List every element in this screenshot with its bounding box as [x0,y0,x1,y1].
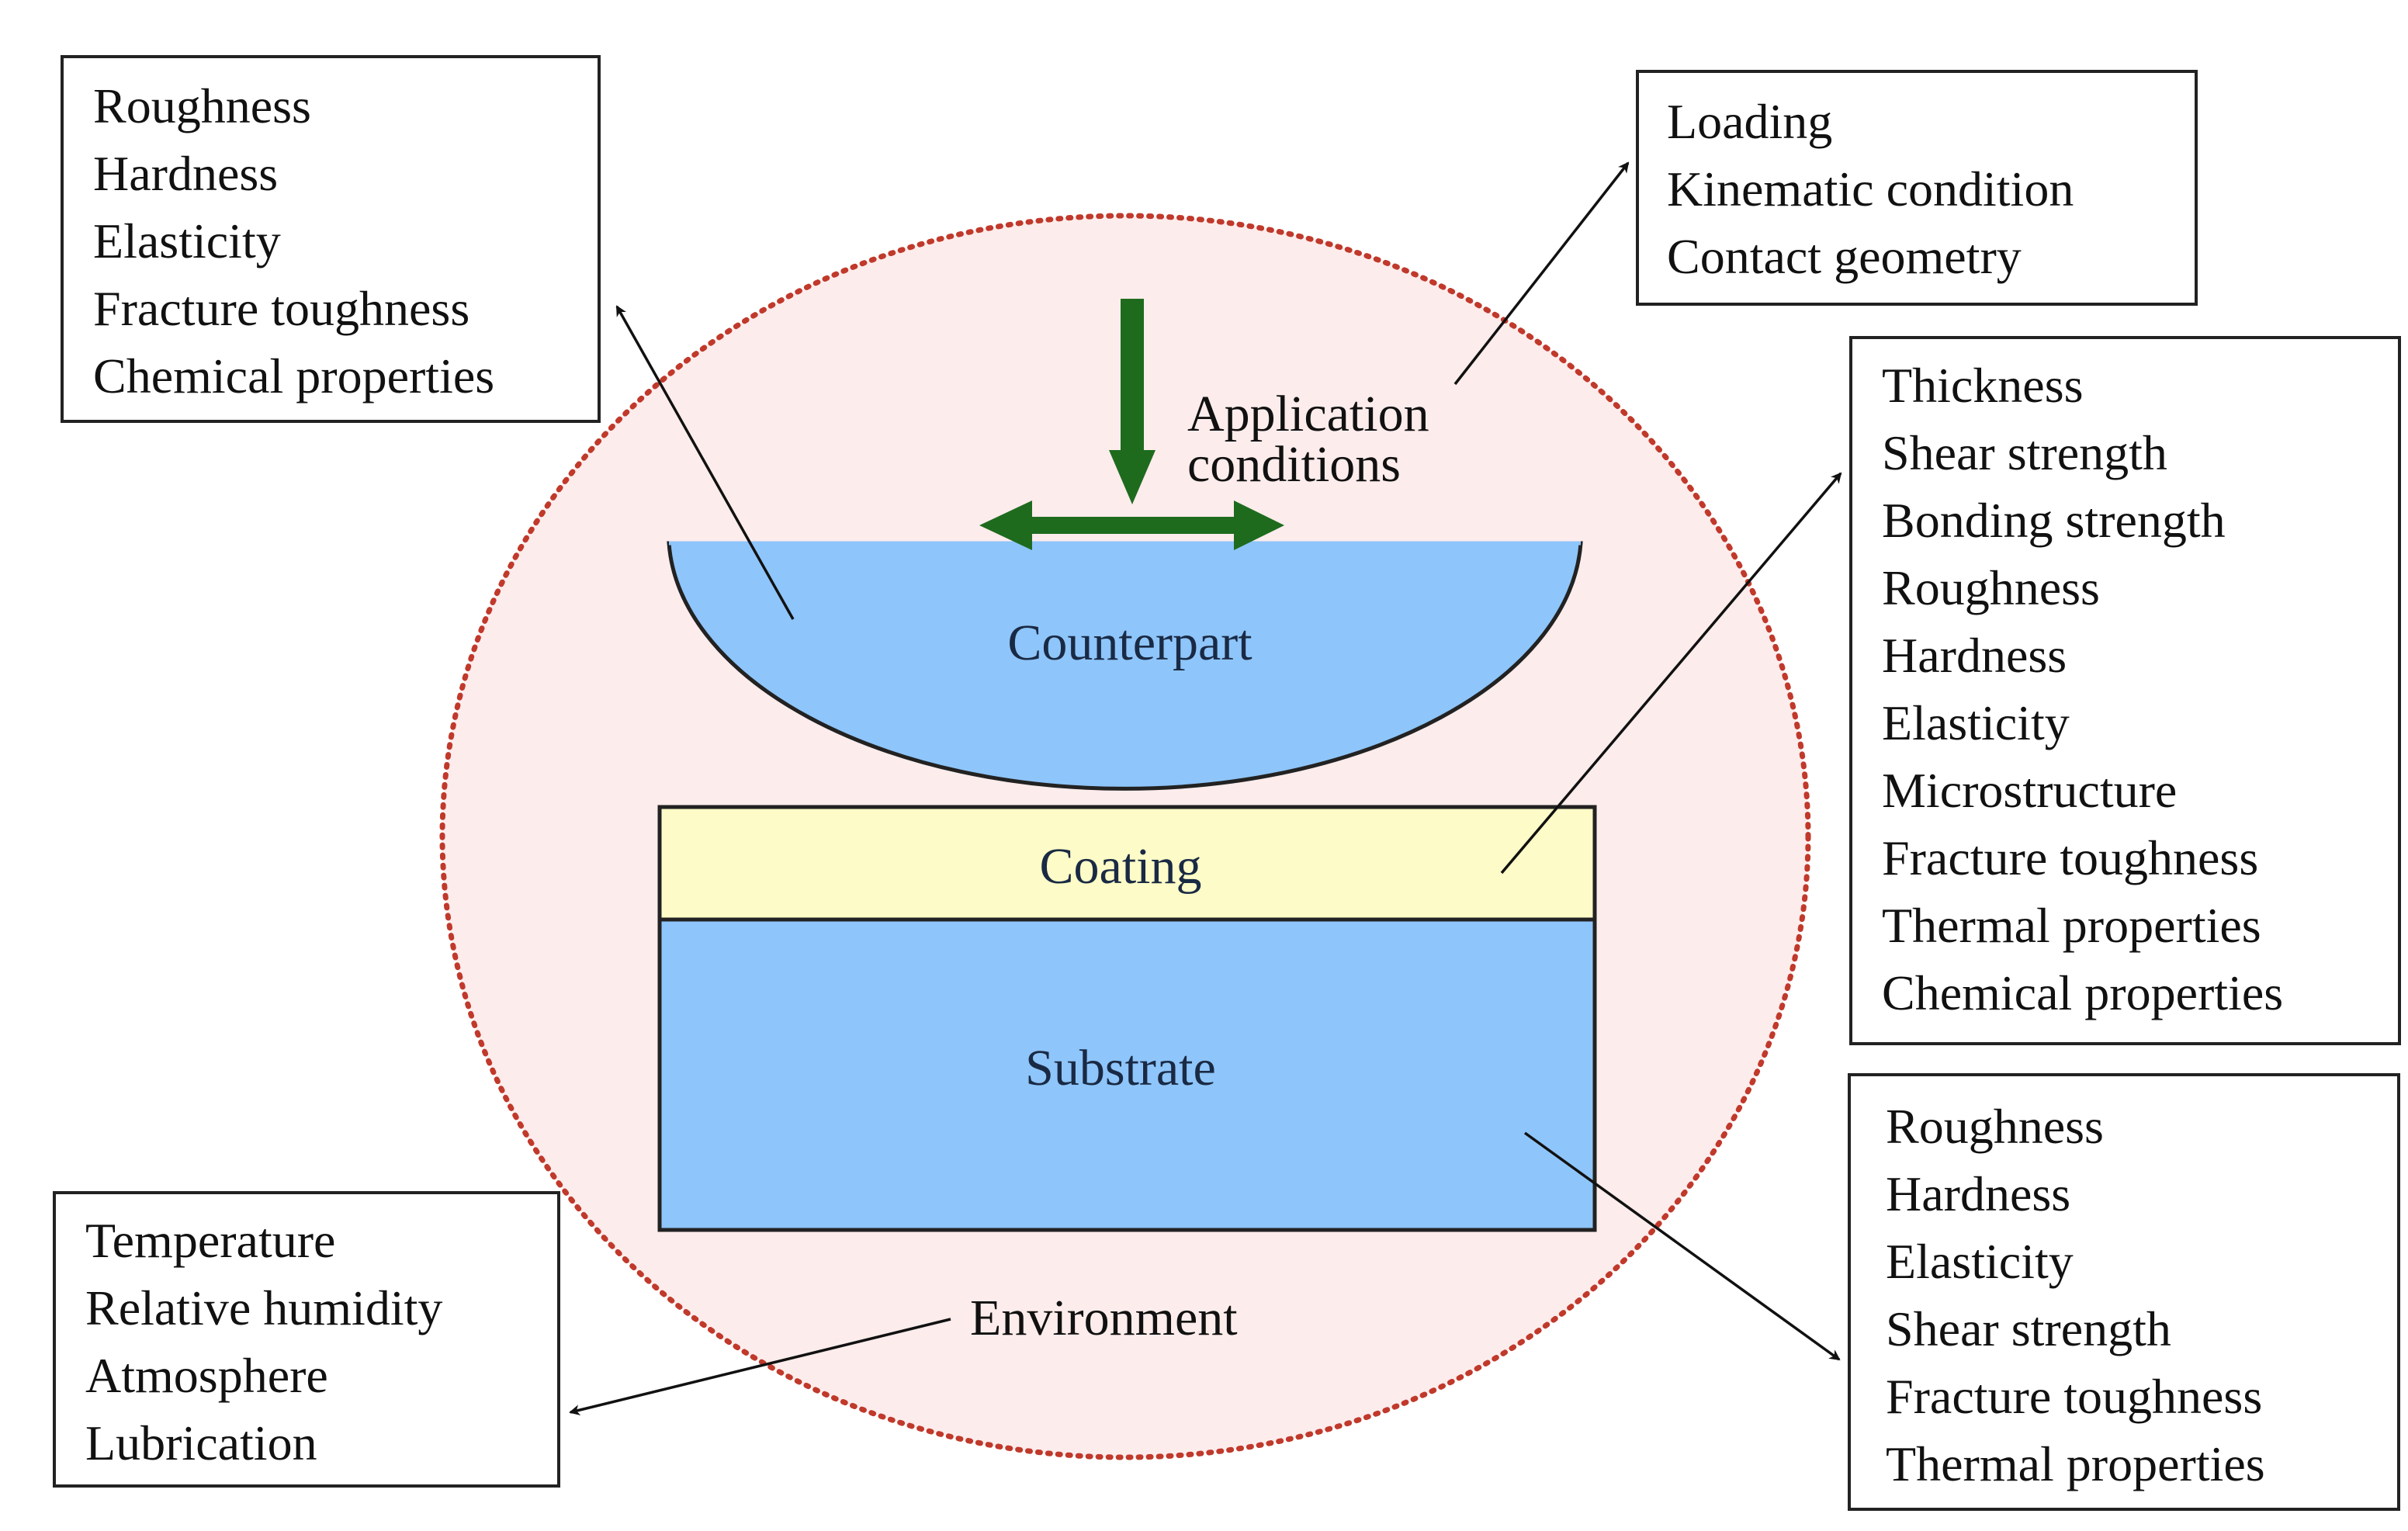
coating-label: Coating [1040,838,1202,895]
arrow-counterpart-properties [615,305,795,620]
substrate-block [657,917,1597,1232]
coating-property: Thickness [1882,358,2084,413]
coating-property: Bonding strength [1882,493,2226,548]
coating-property: Elasticity [1882,695,2070,750]
application-condition: Loading [1667,94,1832,149]
normal-load-arrow [1109,299,1155,504]
counterpart-properties-box: Roughness Hardness Elasticity Fracture t… [61,55,601,423]
coating-properties-box: Thickness Shear strength Bonding strengt… [1849,336,2401,1045]
arrow-substrate-properties [1523,1131,1841,1361]
counterpart-property: Fracture toughness [93,281,469,336]
coating-property: Chemical properties [1882,965,2283,1020]
substrate-property: Fracture toughness [1886,1369,2262,1424]
substrate-properties-box: Roughness Hardness Elasticity Shear stre… [1848,1073,2400,1511]
coating-property: Microstructure [1882,763,2177,818]
substrate-property: Hardness [1886,1166,2070,1221]
substrate-property: Thermal properties [1886,1436,2265,1491]
substrate-property: Elasticity [1886,1234,2074,1289]
counterpart-label: Counterpart [1007,615,1252,671]
environment-factor: Temperature [85,1213,335,1268]
sliding-motion-arrow [979,501,1284,550]
application-condition: Contact geometry [1667,229,2022,284]
environment-factor: Atmosphere [85,1348,328,1403]
environment-factor: Relative humidity [85,1280,442,1335]
substrate-property: Shear strength [1886,1301,2171,1356]
counterpart-property: Hardness [93,146,278,201]
substrate-label: Substrate [1025,1040,1216,1096]
application-conditions-label-line2: conditions [1187,436,1401,493]
counterpart-property: Chemical properties [93,348,494,404]
application-condition: Kinematic condition [1667,161,2074,216]
arrow-application-conditions [1453,161,1630,386]
counterpart-property: Roughness [93,78,311,133]
counterpart-property: Elasticity [93,213,281,268]
application-conditions-box: Loading Kinematic condition Contact geom… [1636,70,2198,306]
coating-property: Roughness [1882,560,2100,615]
arrow-environment-factors [569,1318,951,1415]
environment-factor: Lubrication [85,1415,317,1470]
coating-property: Hardness [1882,628,2067,683]
counterpart-shape [667,541,1583,791]
coating-property: Fracture toughness [1882,830,2258,885]
environment-label: Environment [970,1290,1238,1346]
coating-property: Thermal properties [1882,898,2261,953]
arrow-coating-properties [1500,472,1842,875]
substrate-property: Roughness [1886,1099,2104,1154]
environment-factors-box: Temperature Relative humidity Atmosphere… [53,1191,560,1488]
coating-property: Shear strength [1882,425,2167,480]
application-conditions-label-line1: Application [1187,386,1429,442]
